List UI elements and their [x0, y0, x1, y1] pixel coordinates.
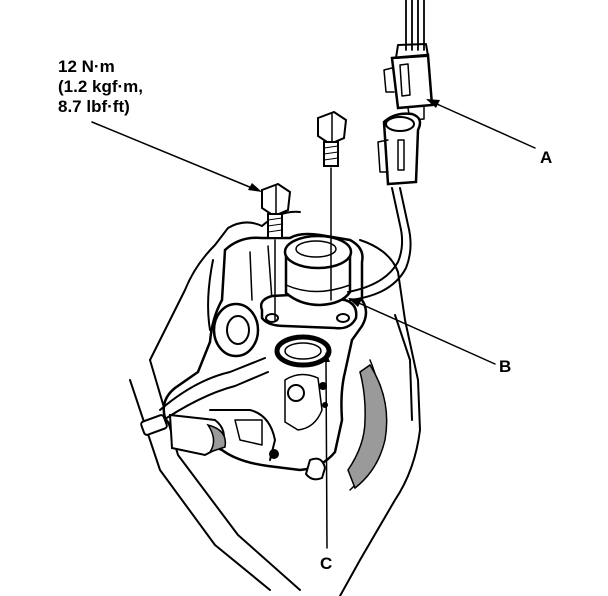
block-shading	[347, 363, 388, 490]
callout-c-leader	[325, 361, 328, 549]
torque-leader-arrow	[248, 183, 262, 192]
callout-a-leader	[427, 99, 536, 149]
upper-connector	[383, 43, 434, 121]
bolt-right	[317, 110, 348, 167]
oil-pipe	[140, 357, 269, 457]
callout-b-arrow	[348, 298, 362, 307]
torque-spec-line1: 12 N·m	[58, 57, 115, 76]
callout-c-label: C	[320, 554, 332, 573]
bolt-left	[261, 182, 292, 239]
torque-spec: 12 N·m (1.2 kgf·m, 8.7 lbf·ft)	[58, 57, 143, 116]
callout-c-arrow	[322, 352, 330, 362]
callout-b-label: B	[499, 357, 511, 376]
torque-leader-line	[91, 121, 253, 189]
wire-harness	[347, 0, 425, 301]
torque-spec-line2: (1.2 kgf·m,	[58, 77, 143, 96]
callout-a-arrow	[426, 99, 440, 108]
callout-a-label: A	[540, 148, 552, 167]
connector-a	[377, 112, 422, 186]
gasket-c	[274, 334, 332, 368]
callout-b-leader	[351, 299, 496, 365]
solenoid-valve-b	[259, 234, 358, 330]
torque-spec-line3: 8.7 lbf·ft)	[58, 97, 130, 116]
